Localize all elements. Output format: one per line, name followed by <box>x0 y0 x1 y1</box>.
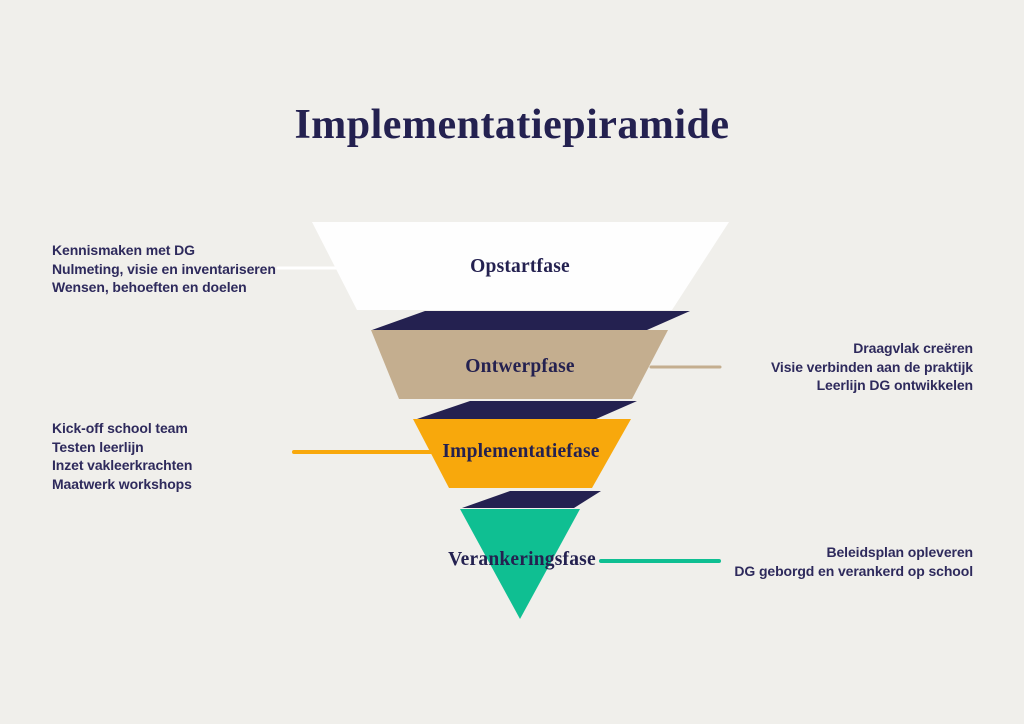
page-title: Implementatiepiramide <box>294 102 730 148</box>
funnel-divider-band-2 <box>417 401 637 419</box>
funnel-divider-band-3 <box>462 491 601 508</box>
annotation-line: Leerlijn DG ontwikkelen <box>816 377 974 393</box>
funnel-divider-band-1 <box>372 311 690 330</box>
label-implementatiefase: Implementatiefase <box>442 441 600 462</box>
funnel-layer-verankeringsfase <box>460 509 580 619</box>
label-opstartfase: Opstartfase <box>470 256 570 277</box>
annotation-line: Maatwerk workshops <box>52 475 192 492</box>
annotation-line: Visie verbinden aan de praktijk <box>770 358 973 375</box>
annotation-line: Inzet vakleerkrachten <box>52 457 193 473</box>
annotation-opstartfase: Kennismaken met DG Nulmeting, visie en i… <box>52 241 276 297</box>
label-ontwerpfase: Ontwerpfase <box>465 356 575 377</box>
annotation-line: Testen leerlijn <box>52 438 144 455</box>
annotation-line: Kennismaken met DG <box>52 242 195 258</box>
annotation-line: Wensen, behoeften en doelen <box>52 279 247 295</box>
annotation-verankeringsfase: Beleidsplan opleveren DG geborgd en vera… <box>734 543 973 580</box>
label-verankeringsfase: Verankeringsfase <box>448 549 596 570</box>
annotation-line: Kick-off school team <box>52 420 188 436</box>
funnel-layer-opstartfase <box>312 222 729 310</box>
annotation-line: Nulmeting, visie en inventariseren <box>52 260 276 277</box>
annotation-ontwerpfase: Draagvlak creëren Visie verbinden aan de… <box>771 339 973 395</box>
annotation-line: Beleidsplan opleveren <box>826 544 973 560</box>
annotation-implementatiefase: Kick-off school team Testen leerlijn Inz… <box>52 419 192 493</box>
funnel-layer-ontwerpfase <box>371 330 668 399</box>
annotation-line: DG geborgd en verankerd op school <box>734 562 973 579</box>
funnel-layer-implementatiefase <box>413 419 631 488</box>
annotation-line: Draagvlak creëren <box>853 340 973 356</box>
